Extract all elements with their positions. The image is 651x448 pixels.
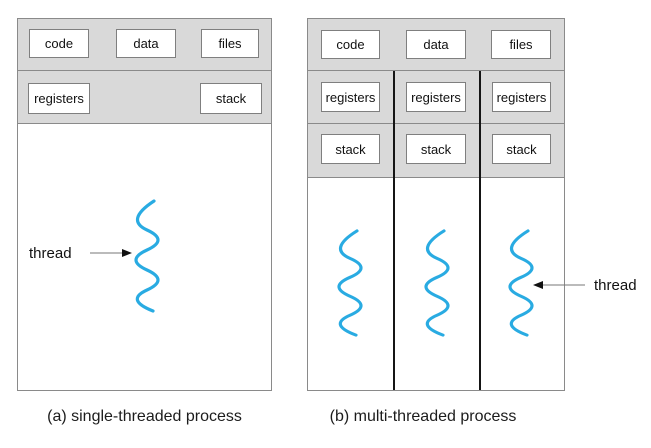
stack-box: stack	[492, 134, 551, 164]
registers-box: registers	[321, 82, 380, 112]
thread-squiggle	[424, 229, 450, 337]
thread-wave-path	[134, 199, 160, 313]
thread-squiggle	[134, 199, 160, 313]
code-box: code	[29, 29, 89, 58]
thread-wave-path	[424, 229, 450, 337]
files-box: files	[491, 30, 551, 59]
registers-box: registers	[28, 83, 90, 114]
thread-label-a: thread	[29, 245, 72, 262]
arrow-head-icon	[122, 249, 132, 257]
stack-box: stack	[406, 134, 466, 164]
thread-arrow-b	[533, 281, 585, 289]
thread-column-divider	[479, 71, 481, 390]
stack-box: stack	[321, 134, 380, 164]
caption-multi-threaded: (b) multi-threaded process	[329, 408, 517, 425]
thread-label-b: thread	[594, 277, 637, 294]
single-threaded-process-panel: code data files registers stack	[17, 18, 272, 391]
thread-wave-path	[508, 229, 534, 337]
registers-box: registers	[492, 82, 551, 112]
data-box: data	[116, 29, 176, 58]
registers-box: registers	[406, 82, 466, 112]
thread-wave-path	[337, 229, 363, 337]
thread-arrow-a	[90, 249, 132, 257]
thread-squiggle	[508, 229, 534, 337]
caption-single-threaded: (a) single-threaded process	[47, 408, 242, 425]
thread-column-divider	[393, 71, 395, 390]
stack-box: stack	[200, 83, 262, 114]
arrow-head-icon	[533, 281, 543, 289]
files-box: files	[201, 29, 259, 58]
code-box: code	[321, 30, 380, 59]
thread-squiggle	[337, 229, 363, 337]
multi-threaded-process-panel: code data files registers registers regi…	[307, 18, 565, 391]
data-box: data	[406, 30, 466, 59]
